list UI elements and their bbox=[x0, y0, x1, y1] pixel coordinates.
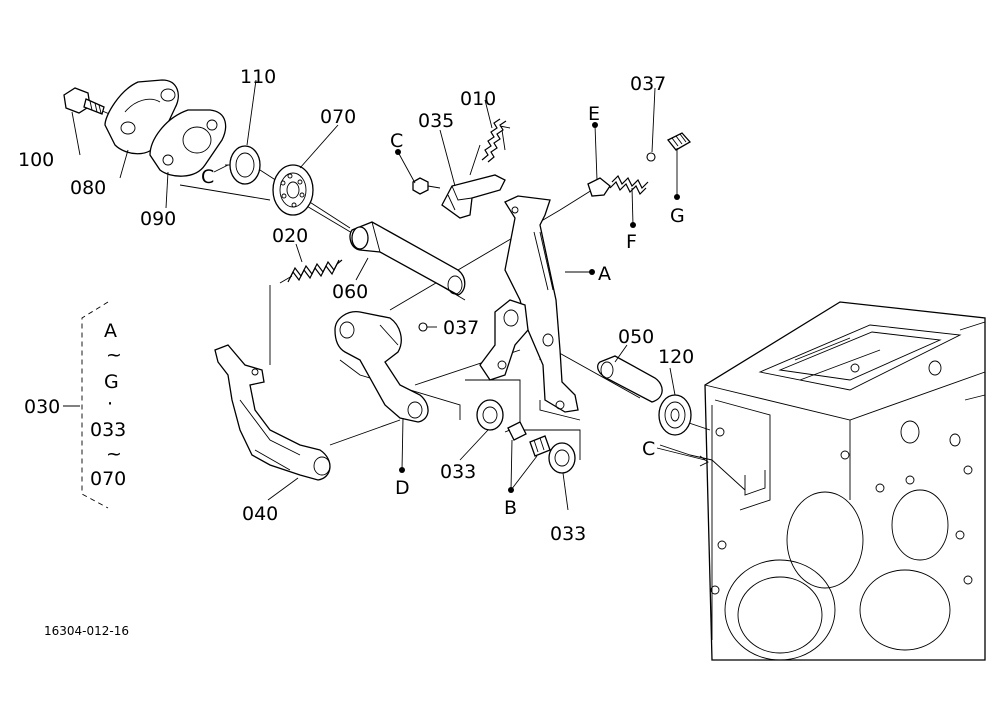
reference-letters: C C C E F G A D B bbox=[201, 103, 685, 519]
label-035: 035 bbox=[418, 110, 454, 132]
label-040: 040 bbox=[242, 503, 278, 525]
ref-letter-c-left: C bbox=[201, 166, 214, 188]
gasket-090 bbox=[149, 109, 227, 177]
ref-letter-c-right: C bbox=[642, 438, 655, 460]
pin-b1 bbox=[504, 421, 527, 441]
ref-letter-f: F bbox=[626, 231, 637, 253]
ball-bearing-070 bbox=[272, 164, 314, 216]
label-100: 100 bbox=[18, 149, 54, 171]
ref-letter-c-top: C bbox=[390, 130, 403, 152]
range-line-5: 033 bbox=[90, 419, 126, 441]
ref-letter-b: B bbox=[504, 497, 517, 519]
ball-037-top bbox=[646, 152, 656, 162]
engine-block bbox=[704, 301, 986, 661]
label-010: 010 bbox=[460, 88, 496, 110]
bearing-120 bbox=[658, 394, 692, 436]
assembly-range-030: 030 A ~ G · 033 ~ 070 bbox=[24, 301, 126, 509]
label-030: 030 bbox=[24, 396, 60, 418]
bushing-033-a bbox=[476, 399, 504, 431]
screw-c bbox=[412, 177, 441, 195]
label-110: 110 bbox=[240, 66, 276, 88]
oil-seal-110 bbox=[225, 145, 261, 185]
spring-f bbox=[609, 174, 649, 196]
range-line-6: ~ bbox=[106, 443, 122, 465]
label-leaders bbox=[71, 79, 709, 511]
lever-040 bbox=[214, 344, 331, 481]
pin-b2 bbox=[529, 435, 551, 457]
figure-code: 16304-012-16 bbox=[44, 624, 129, 638]
label-080: 080 bbox=[70, 177, 106, 199]
spring-010 bbox=[481, 118, 511, 163]
range-line-3: G bbox=[104, 371, 119, 393]
plug-e bbox=[587, 177, 611, 197]
sleeve-050 bbox=[597, 355, 663, 403]
label-070: 070 bbox=[320, 106, 356, 128]
label-037-top: 037 bbox=[630, 73, 666, 95]
ref-letter-a: A bbox=[598, 263, 611, 285]
label-060: 060 bbox=[332, 281, 368, 303]
part-labels: 100 080 090 110 070 020 060 035 010 037 … bbox=[18, 66, 694, 545]
label-050: 050 bbox=[618, 326, 654, 348]
spring-020 bbox=[279, 259, 343, 284]
label-033-left: 033 bbox=[440, 461, 476, 483]
reference-dots bbox=[395, 122, 680, 493]
label-090: 090 bbox=[140, 208, 176, 230]
ref-letter-e: E bbox=[588, 103, 600, 125]
ball-037-mid bbox=[418, 322, 428, 332]
ref-letter-d: D bbox=[395, 477, 410, 499]
range-line-2: ~ bbox=[106, 344, 122, 366]
range-line-7: 070 bbox=[90, 468, 126, 490]
label-033-right: 033 bbox=[550, 523, 586, 545]
shaft-060 bbox=[349, 221, 466, 296]
clip-035 bbox=[441, 174, 506, 219]
bushing-033-b bbox=[548, 442, 576, 474]
lever-arm bbox=[334, 311, 429, 423]
link-plate-a bbox=[504, 195, 579, 413]
range-line-4: · bbox=[107, 393, 113, 415]
screw-g bbox=[666, 132, 692, 151]
label-120: 120 bbox=[658, 346, 694, 368]
label-037-mid: 037 bbox=[443, 317, 479, 339]
label-020: 020 bbox=[272, 225, 308, 247]
bolt-100 bbox=[63, 87, 105, 115]
ref-letter-g: G bbox=[670, 205, 685, 227]
range-line-1: A bbox=[104, 320, 117, 342]
lever-assembly bbox=[479, 299, 529, 381]
